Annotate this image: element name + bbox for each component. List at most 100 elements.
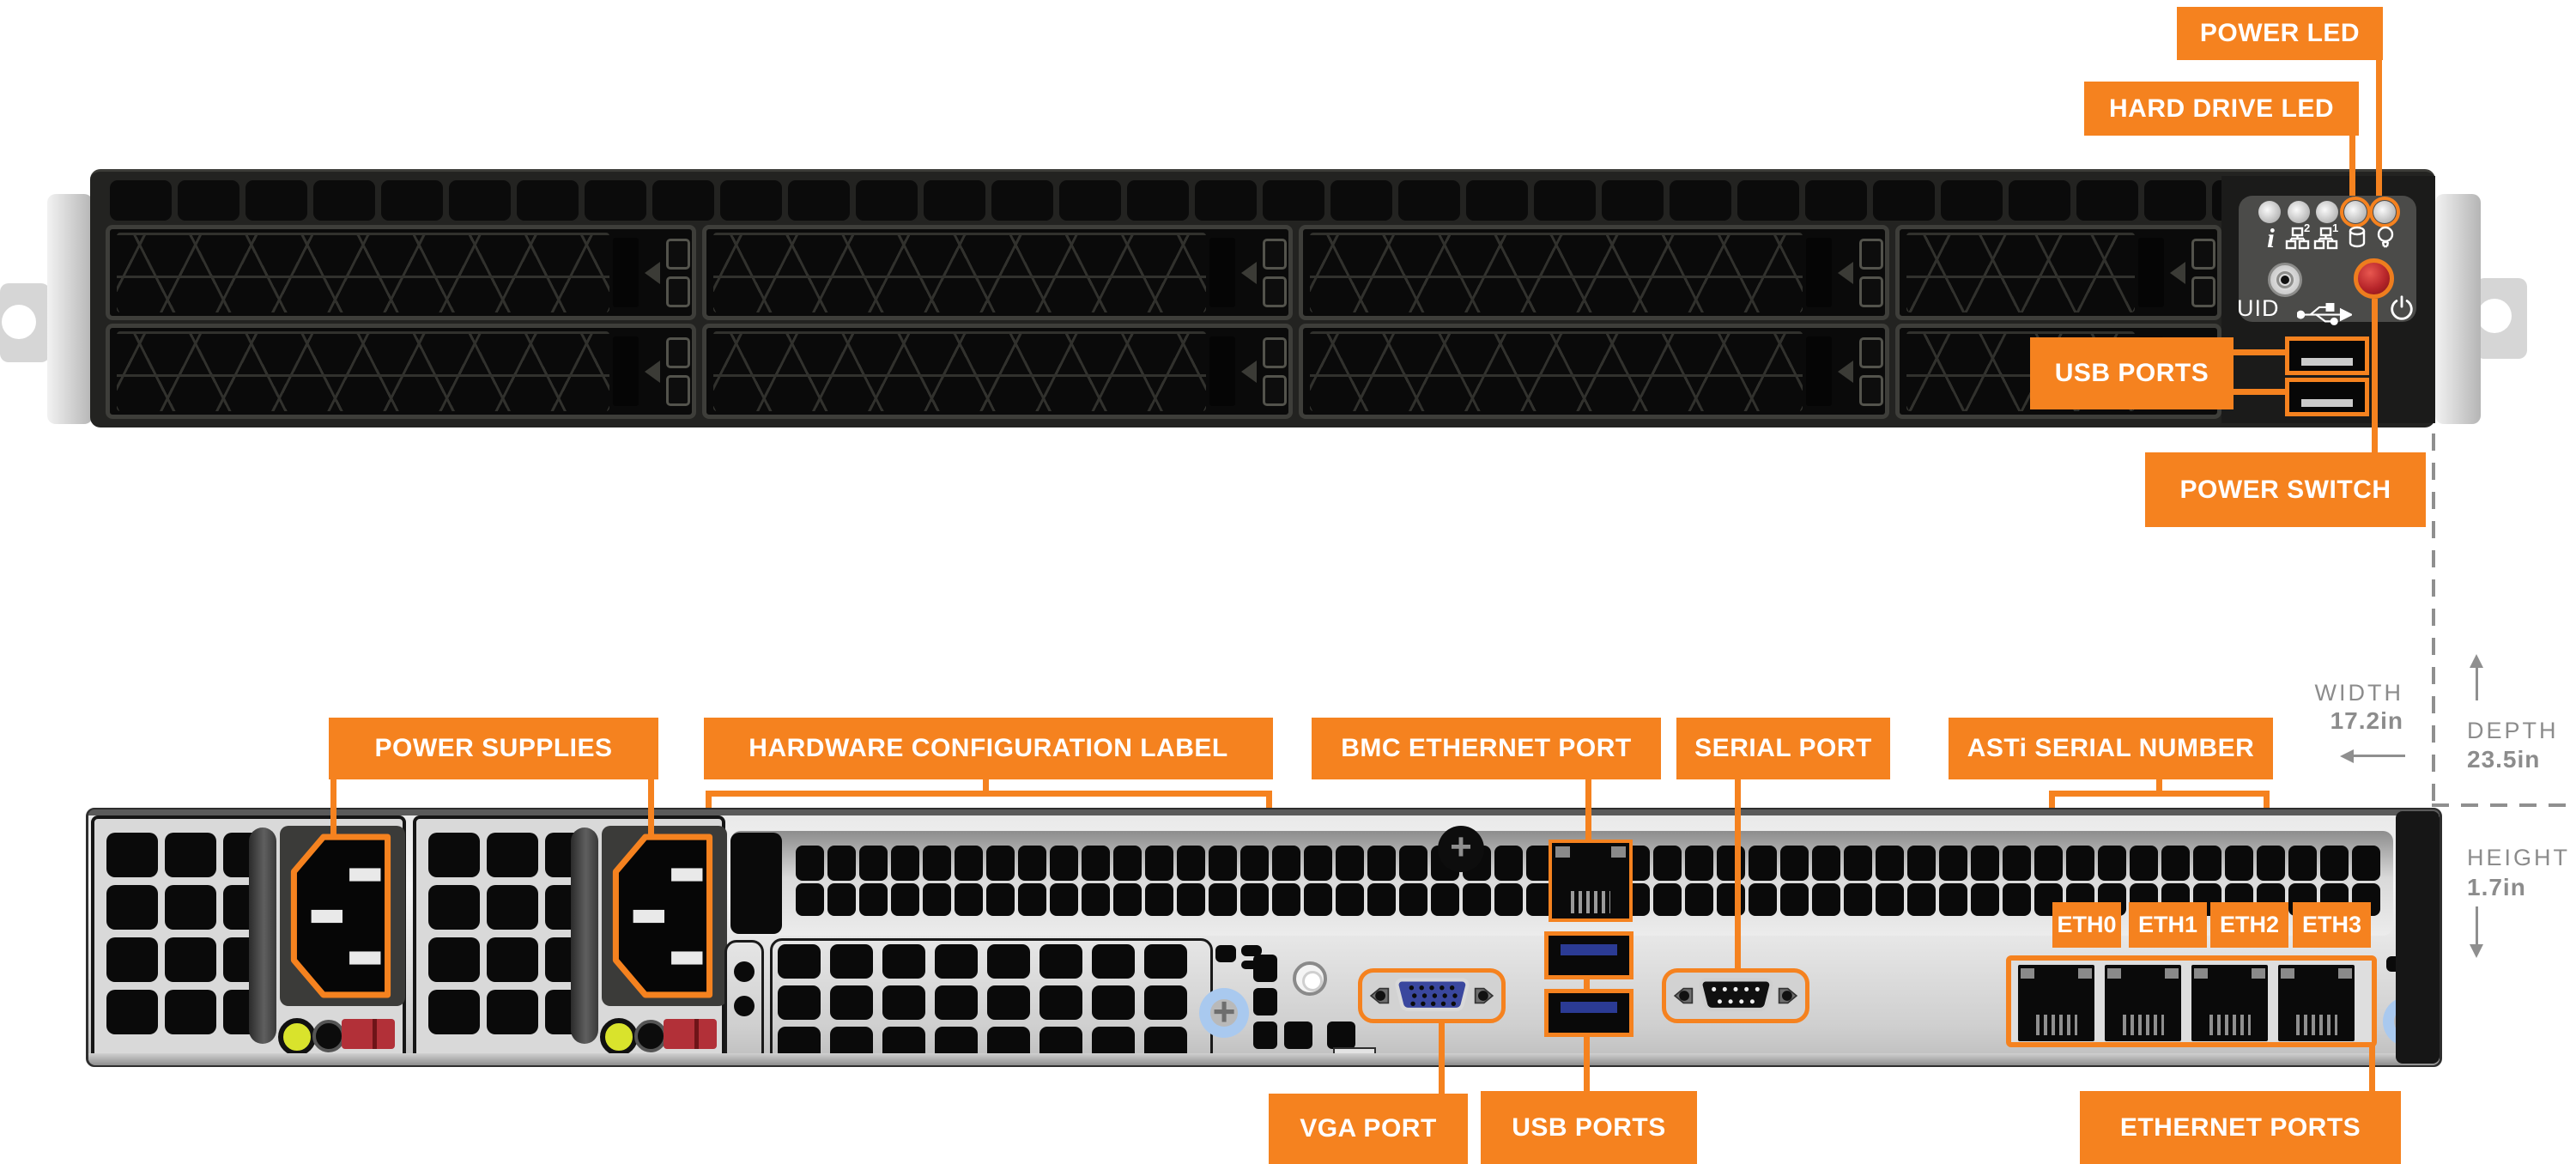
vent-detail-square [1215, 945, 1236, 962]
front-vent-cell [1195, 180, 1257, 221]
front-usb-ports-callout-text: USB PORTS [2054, 359, 2209, 387]
rear-vent-slot [923, 846, 951, 881]
front-top-vent-row [110, 180, 2409, 221]
rear-vent-slot [986, 883, 1015, 916]
power-switch-callout-line [2372, 299, 2378, 452]
rear-vent-slot [1907, 883, 1936, 916]
phillips-screw-icon [1438, 824, 1484, 872]
rear-vent-slot [955, 846, 983, 881]
right-ear-hole [2477, 299, 2512, 333]
rear-vent-slot [1240, 883, 1269, 916]
psu-vent-square [165, 990, 216, 1034]
front-vent-cell [652, 180, 714, 221]
front-vent-cell [313, 180, 375, 221]
power-led-callout-text: POWER LED [2199, 19, 2361, 47]
usb-ports-connector-line [1584, 978, 1590, 991]
height-arrow-icon [2470, 944, 2483, 958]
rear-vent-slot [955, 883, 983, 916]
rear-vent-slot [1145, 883, 1173, 916]
latch-arrow-icon [1241, 360, 1257, 383]
rear-vent-slot [796, 846, 824, 881]
psu-vent-square [106, 833, 158, 877]
rear-vent-slot [1653, 846, 1682, 881]
rear-usb-port-2 [1544, 989, 1633, 1037]
rear-vent-slot [1272, 883, 1300, 916]
rear-vent-square [935, 985, 978, 1020]
rear-vent-square [987, 944, 1030, 979]
drive-tray [1299, 324, 1889, 419]
rear-vent-slot [2003, 846, 2031, 881]
front-vent-cell [788, 180, 850, 221]
psu-vent-square [106, 885, 158, 930]
eth0-port [2018, 965, 2094, 1041]
psu-status-led [600, 1018, 638, 1056]
rear-vent-slot [1367, 846, 1396, 881]
power-supply-1 [91, 815, 406, 1061]
drive-tray-mesh [117, 233, 609, 312]
rear-usb-ports-callout: USB PORTS [1481, 1091, 1697, 1164]
rear-vent-slot [1812, 846, 1840, 881]
power-led-callout-line [2376, 60, 2382, 196]
hardware-configuration-label-callout: HARDWARE CONFIGURATION LABEL [704, 718, 1273, 779]
rear-vent-slot [1336, 883, 1364, 916]
rear-vent-slot [1113, 883, 1142, 916]
rear-vent-slot [1844, 883, 1872, 916]
front-vent-cell [2009, 180, 2070, 221]
drive-tray-mesh [1310, 331, 1803, 411]
power-symbol-icon [2391, 295, 2413, 320]
psu-vent-square [487, 833, 538, 877]
rear-vent-square [987, 985, 1030, 1020]
front-vent-cell [1670, 180, 1731, 221]
drive-tray-latch [2138, 234, 2215, 311]
psu-vent-square [106, 990, 158, 1034]
rear-vent-slot [923, 883, 951, 916]
rear-vent-slot [1971, 846, 1999, 881]
psu-vent-square [487, 885, 538, 930]
rear-vent-slot [2257, 846, 2285, 881]
rear-vent-square [778, 944, 821, 979]
rear-vent-slot [1717, 883, 1745, 916]
usb-icon [2297, 302, 2352, 325]
rear-vent-slot [2225, 846, 2253, 881]
rear-vent-slot [1177, 846, 1205, 881]
bmc-ethernet-port [1549, 840, 1633, 922]
drive-tray [106, 324, 696, 419]
front-vent-cell [110, 180, 172, 221]
front-vent-cell [245, 180, 307, 221]
rear-vent-square [830, 985, 873, 1020]
rear-vent-slot [2193, 846, 2221, 881]
latch-arrow-icon [1838, 360, 1853, 383]
nic1-led [2316, 201, 2338, 223]
rear-vent-slot [2288, 846, 2317, 881]
bmc-ethernet-port-callout: BMC ETHERNET PORT [1312, 718, 1661, 779]
rear-vent-slot [1209, 846, 1237, 881]
drive-tray-mesh [713, 233, 1206, 312]
rear-vent-slot [1304, 883, 1332, 916]
rear-vent-slot [1876, 883, 1904, 916]
chassis-top-dashed-line [2432, 803, 2571, 807]
info-icon: i [2267, 223, 2275, 252]
hard-drive-icon [2349, 226, 2366, 248]
rear-vent-slot [2034, 846, 2063, 881]
svg-text:1: 1 [2332, 223, 2338, 234]
rear-usb-callout-line [1584, 1035, 1590, 1091]
eth1-port [2105, 965, 2181, 1041]
power-supplies-callout: POWER SUPPLIES [329, 718, 658, 779]
front-vent-cell [924, 180, 985, 221]
eth3-callout: ETH3 [2293, 902, 2371, 948]
psu-handle [249, 828, 276, 1044]
rear-vent-slot [1018, 883, 1046, 916]
eth0-callout: ETH0 [2052, 902, 2121, 948]
front-vent-cell [1263, 180, 1324, 221]
hwcl-bracket-tick-right [1266, 791, 1272, 808]
rear-vent-slot [1907, 846, 1936, 881]
rear-vent-square [1144, 985, 1187, 1020]
asti-serial-number-callout: ASTi SERIAL NUMBER [1949, 718, 2273, 779]
serial-port [1662, 968, 1809, 1023]
front-usb-callout-line-1 [2234, 349, 2285, 355]
rear-vent-slot [1780, 883, 1809, 916]
rear-vent-slot [1145, 846, 1173, 881]
rear-vent-slot [2130, 846, 2158, 881]
rear-vent-slot [1304, 846, 1332, 881]
unused-port-hole [1293, 961, 1327, 996]
